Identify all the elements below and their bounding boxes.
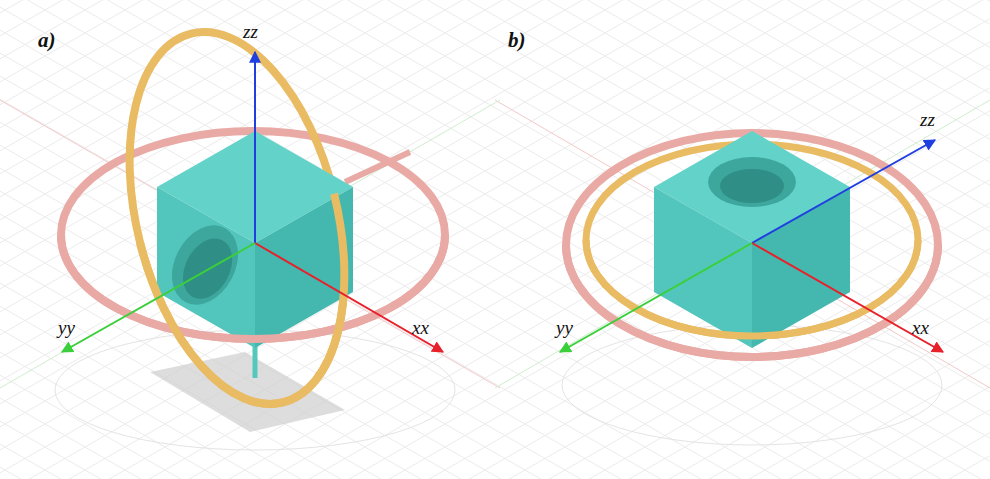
grid-axis xyxy=(495,100,990,388)
cube-hole xyxy=(720,169,784,203)
axis-label: yy xyxy=(58,318,75,337)
yellow-ring xyxy=(140,194,380,427)
axis-label: yy xyxy=(556,318,573,337)
x-axis xyxy=(255,243,443,352)
axis-label: zz xyxy=(920,110,935,129)
z-axis xyxy=(254,52,256,243)
ring-pin xyxy=(345,152,410,182)
grid-axis xyxy=(0,100,500,388)
x-axis xyxy=(752,243,943,352)
cube-hole xyxy=(708,157,796,207)
z-axis xyxy=(752,140,935,243)
yellow-ring xyxy=(586,240,918,336)
grid-axis xyxy=(0,100,500,388)
axis-label: xx xyxy=(912,318,929,337)
grid-axis xyxy=(495,100,990,388)
yellow-ring xyxy=(94,9,380,426)
y-axis xyxy=(62,243,255,352)
axis-label: zz xyxy=(243,22,258,41)
panel-b xyxy=(560,131,943,445)
cube-hole xyxy=(159,214,251,316)
panel-label: b) xyxy=(508,30,526,51)
pink-ring xyxy=(61,235,445,339)
axis-label: xx xyxy=(412,318,429,337)
panel-a xyxy=(55,9,455,450)
shadow xyxy=(150,352,345,432)
pink-ring xyxy=(566,133,938,357)
y-axis xyxy=(560,243,752,352)
panel-label: a) xyxy=(38,30,56,51)
